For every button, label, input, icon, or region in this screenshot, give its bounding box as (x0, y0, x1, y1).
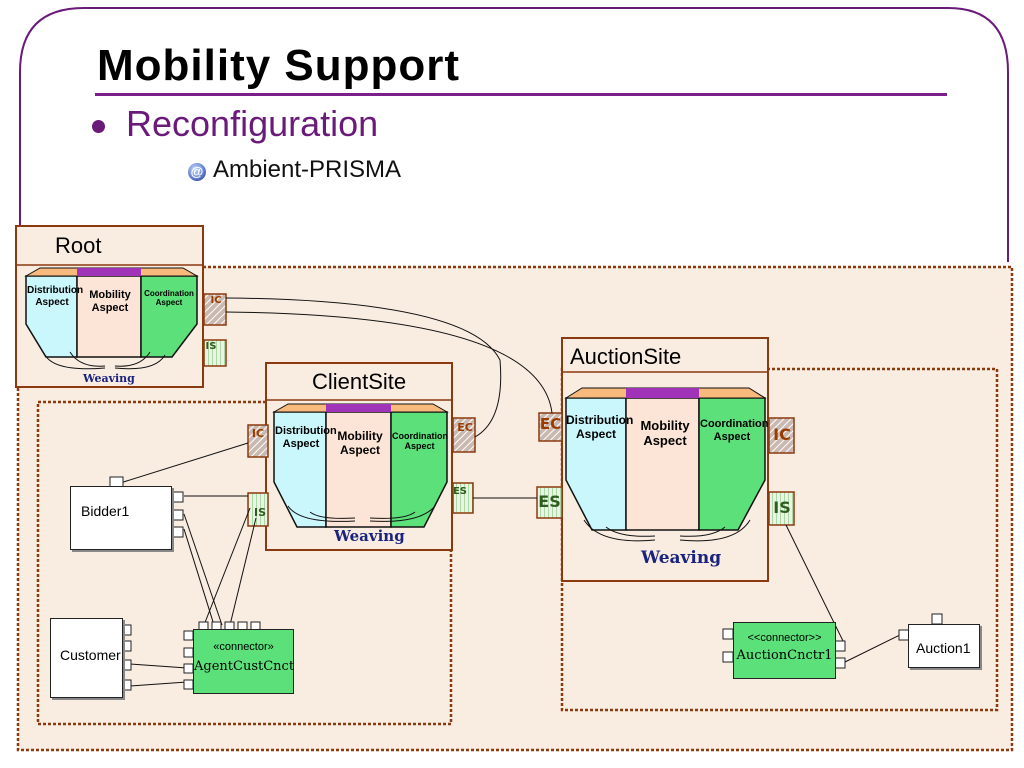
bidder1-label: Bidder1 (81, 503, 130, 519)
root-weaving-arrows (44, 351, 166, 370)
component-ports (109, 476, 943, 691)
clientsite-port-is-label: IS (253, 506, 266, 519)
at-sign-icon: @ (188, 163, 206, 181)
sub-bullet-ambient-prisma: Ambient-PRISMA (213, 156, 402, 183)
root-weaving-label: Weaving (83, 372, 135, 385)
auctionsite-port-ic-label: IC (773, 425, 791, 444)
clientsite-port-es-label: ES (452, 486, 468, 497)
clientsite-region (36, 400, 453, 726)
customer-component: Customer (50, 618, 123, 698)
title-underline (95, 93, 947, 96)
auctionsite-coordination-label: Coordination Aspect (700, 418, 769, 443)
auctionsite-weaving-arrows (583, 519, 751, 542)
auctionsite-title: AuctionSite (570, 344, 682, 369)
auctioncnctr1-connector: <<connector>> AuctionCnctr1 (733, 622, 836, 679)
auction1-label: Auction1 (916, 640, 971, 656)
clientsite-port-ec-label: EC (457, 421, 473, 434)
root-distribution-label: Distribution Aspect (27, 285, 84, 308)
clientsite-distribution-label: Distribution Aspect (275, 425, 337, 450)
root-coordination-label: Coordination Aspect (144, 289, 194, 308)
auction-connector-stereotype: <<connector>> (747, 632, 822, 644)
clientsite-port-ic (247, 424, 269, 458)
root-title: Root (55, 233, 102, 258)
clientsite-weaving-arrows (287, 505, 436, 522)
auctionsite-weaving-label: Weaving (641, 548, 722, 568)
auctionsite-port-is (768, 491, 795, 526)
auctionsite-distribution-label: Distribution Aspect (566, 413, 634, 441)
clientsite-title: ClientSite (312, 369, 407, 394)
slide-title: Mobility Support (97, 41, 461, 90)
root-port-ic (203, 293, 227, 326)
auctionsite-port-es (536, 486, 563, 519)
root-mobility-label: Mobility Aspect (89, 289, 131, 314)
bidder1-component: Bidder1 (70, 486, 172, 550)
bullet-reconfiguration: Reconfiguration (126, 103, 379, 144)
auctionsite-mobility-label: Mobility Aspect (640, 418, 690, 448)
agent-connector-stereotype: «connector» (213, 641, 274, 653)
clientsite-port-is (247, 492, 269, 527)
clientsite-port-ec (452, 417, 476, 453)
auctionsite-port-ec-label: EC (539, 415, 562, 433)
agent-connector-name: AgentCustCnct (194, 659, 295, 674)
root-port-is-label: IS (205, 341, 217, 352)
auctionsite-port-ec (538, 412, 563, 442)
clientsite-weaving-label: Weaving (334, 527, 405, 545)
root-port-ic-label: IC (210, 295, 222, 306)
root-port-is (203, 339, 227, 367)
auctionsite-port-es-label: ES (538, 492, 561, 511)
clientsite-port-ic-label: IC (251, 427, 265, 440)
agentcustcnct-connector: «connector» AgentCustCnct (193, 629, 294, 694)
auction1-component: Auction1 (908, 624, 980, 668)
auctionsite-port-ic (768, 417, 795, 454)
auction-connector-name: AuctionCnctr1 (736, 648, 833, 663)
bullet-dot (92, 120, 105, 133)
auctionsite-port-is-label: IS (773, 498, 791, 517)
customer-label: Customer (60, 647, 121, 663)
clientsite-coordination-label: Coordination Aspect (392, 431, 448, 452)
clientsite-mobility-label: Mobility Aspect (337, 429, 383, 457)
